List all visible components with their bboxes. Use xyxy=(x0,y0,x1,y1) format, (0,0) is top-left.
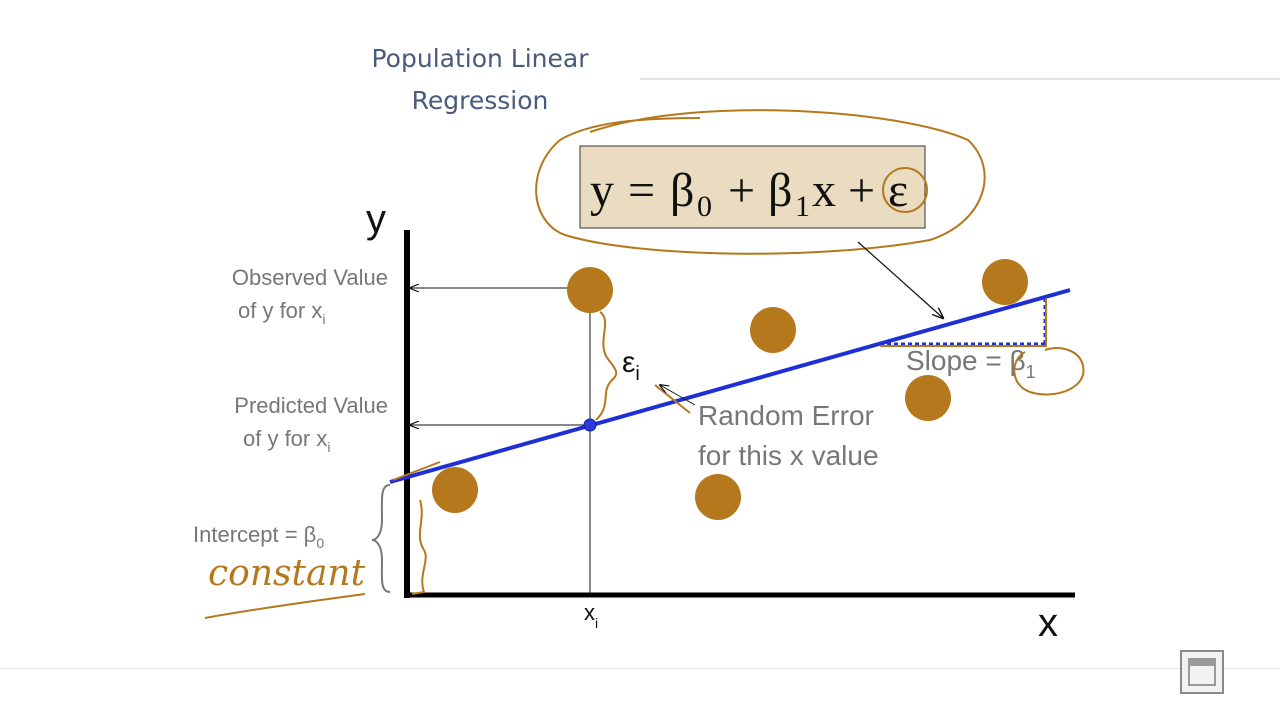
equation-text: y = β 0 + β 1 x + ε xyxy=(590,164,908,227)
intercept-hand-brace xyxy=(411,499,427,595)
observed-label-line2: of y for xi xyxy=(238,298,325,327)
intercept-label: Intercept = β0 xyxy=(193,522,324,551)
regression-line xyxy=(389,288,1071,484)
random-error-line1: Random Error xyxy=(698,400,874,431)
random-error-arrow xyxy=(660,385,696,406)
predicted-label-line1: Predicted Value xyxy=(234,393,388,418)
title-line-2: Regression xyxy=(411,86,549,115)
equation-pointer-arrow xyxy=(857,241,943,318)
data-point xyxy=(750,307,796,353)
footer-divider xyxy=(0,668,1280,669)
constant-underline xyxy=(204,593,366,619)
intercept-hand-marks xyxy=(392,461,441,481)
slope-hand-circle xyxy=(1013,347,1085,396)
handwritten-constant: constant xyxy=(208,553,366,594)
hand-circle-epsilon xyxy=(882,167,928,213)
predicted-point xyxy=(583,418,597,432)
data-point xyxy=(567,267,613,313)
title-divider xyxy=(640,78,1280,80)
equation-box xyxy=(579,145,926,229)
error-hand-brace xyxy=(595,311,618,421)
y-axis-label: y xyxy=(366,197,386,241)
institution-logo-icon xyxy=(1180,650,1224,694)
observed-label-line1: Observed Value xyxy=(232,265,388,290)
slope-hand-marks xyxy=(880,298,1047,347)
x-axis-label: x xyxy=(1038,601,1058,645)
slide-title: Population Linear Regression xyxy=(340,38,620,122)
slope-label: Slope = β1 xyxy=(906,345,1036,382)
data-point xyxy=(432,467,478,513)
data-point xyxy=(905,375,951,421)
hand-ellipse xyxy=(535,109,986,255)
predicted-label-line2: of y for xi xyxy=(243,426,330,455)
xi-label: xi xyxy=(584,600,598,631)
random-error-line2: for this x value xyxy=(698,440,879,471)
epsilon-label: εi xyxy=(622,346,640,385)
data-point xyxy=(695,474,741,520)
intercept-brace xyxy=(371,484,391,593)
title-line-1: Population Linear xyxy=(371,44,589,73)
data-point xyxy=(982,259,1028,305)
